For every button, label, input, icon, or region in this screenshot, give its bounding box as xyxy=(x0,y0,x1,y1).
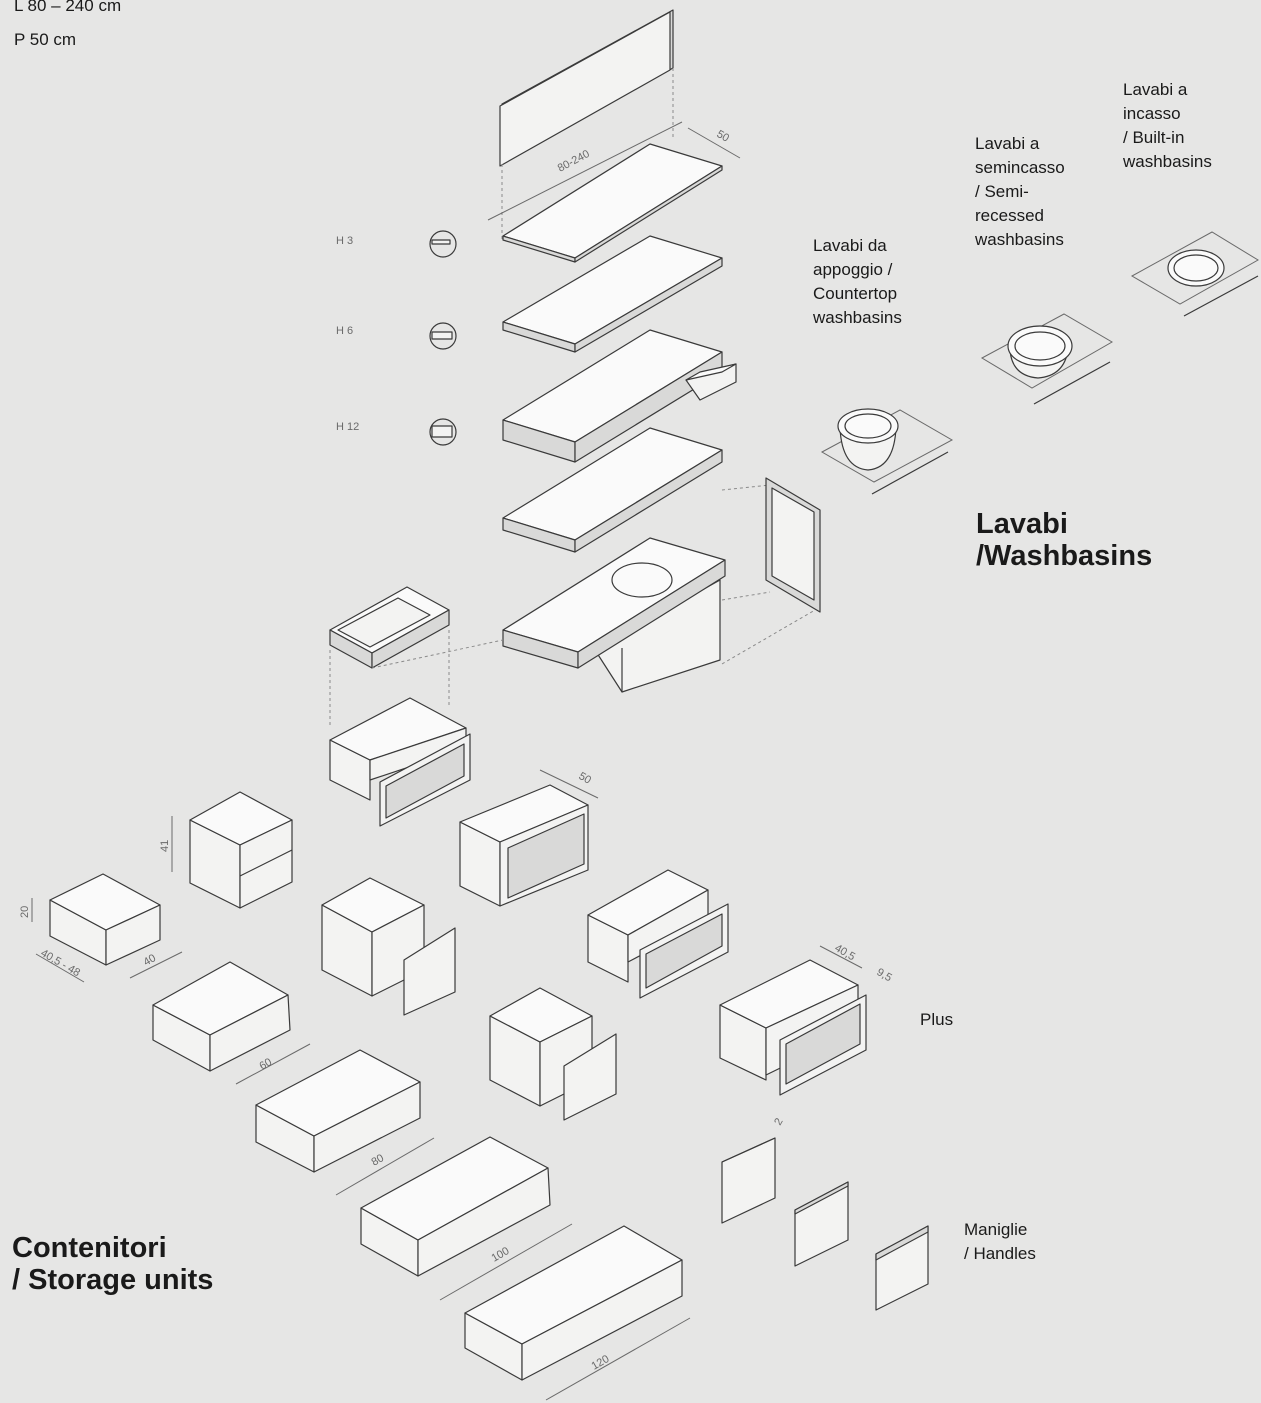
top-slab-4 xyxy=(502,427,723,553)
cabinet-60-top: 50 xyxy=(459,769,599,907)
svg-text:9,5: 9,5 xyxy=(875,966,894,984)
top-slab-h6 xyxy=(502,235,723,353)
dimension-depth: P 50 cm xyxy=(14,30,77,49)
semi-recessed-washbasins-label: Lavabi a semincasso / Semi- recessed was… xyxy=(975,134,1065,249)
svg-text:100: 100 xyxy=(490,1245,512,1265)
svg-text:20: 20 xyxy=(19,906,31,918)
top-dimension-lines: 80-240 50 xyxy=(487,121,741,221)
svg-text:50: 50 xyxy=(577,770,594,787)
svg-text:40,5 - 48: 40,5 - 48 xyxy=(39,947,83,979)
storage-section-title: Contenitori / Storage units xyxy=(12,1232,214,1296)
countertop-basin xyxy=(820,408,954,495)
top-slab-h3 xyxy=(502,143,723,263)
plus-label: Plus xyxy=(920,1010,954,1029)
drawer-unit-120: 120 xyxy=(464,1225,691,1401)
handles-panels: 2 xyxy=(721,1116,929,1311)
inset-basin xyxy=(611,562,673,598)
cabinet-door-2 xyxy=(489,987,617,1121)
open-cube-41: 41 xyxy=(159,791,293,909)
side-panel xyxy=(765,477,821,613)
drawer-unit-100: 100 xyxy=(360,1136,573,1301)
dimension-length: L 80 – 240 cm xyxy=(14,0,122,15)
semi-recessed-basin xyxy=(980,313,1113,405)
cabinet-door-open xyxy=(321,877,456,1016)
cabinet-two-drawers xyxy=(587,869,729,999)
drawer-unit-60: 60 xyxy=(152,961,311,1085)
svg-text:40: 40 xyxy=(142,952,159,969)
built-in-basin xyxy=(1130,231,1259,317)
backsplash-panel xyxy=(499,9,674,167)
svg-text:60: 60 xyxy=(258,1056,275,1073)
thickness-h3-label: H 3 xyxy=(336,235,353,247)
svg-text:41: 41 xyxy=(159,840,171,852)
drawer-unit-40: 20 40,5 - 48 40 xyxy=(19,873,183,983)
handles-label: Maniglie / Handles xyxy=(964,1220,1036,1263)
countertop-washbasins-label: Lavabi da appoggio / Countertop washbasi… xyxy=(813,236,902,327)
svg-text:80: 80 xyxy=(370,1152,387,1169)
cabinet-plus: 40,5 9,5 xyxy=(719,942,894,1096)
top-depth-label: 50 xyxy=(715,128,732,145)
thickness-h6-label: H 6 xyxy=(336,325,353,337)
svg-text:40,5: 40,5 xyxy=(833,942,858,963)
built-in-washbasins-label: Lavabi a incasso / Built-in washbasins xyxy=(1123,80,1212,171)
top-slab-h12 xyxy=(502,329,737,463)
washbasins-section-title: Lavabi /Washbasins xyxy=(976,508,1153,572)
thickness-icons: H 3 H 6 H 12 xyxy=(336,230,457,446)
integrated-basin-top xyxy=(329,586,450,669)
thickness-h12-label: H 12 xyxy=(336,421,359,433)
cabinet-with-drawer-1 xyxy=(329,697,471,827)
drawer-unit-80: 80 xyxy=(255,1049,435,1196)
svg-text:2: 2 xyxy=(772,1116,785,1127)
vanity-with-basin xyxy=(502,537,726,693)
svg-text:120: 120 xyxy=(590,1353,612,1373)
